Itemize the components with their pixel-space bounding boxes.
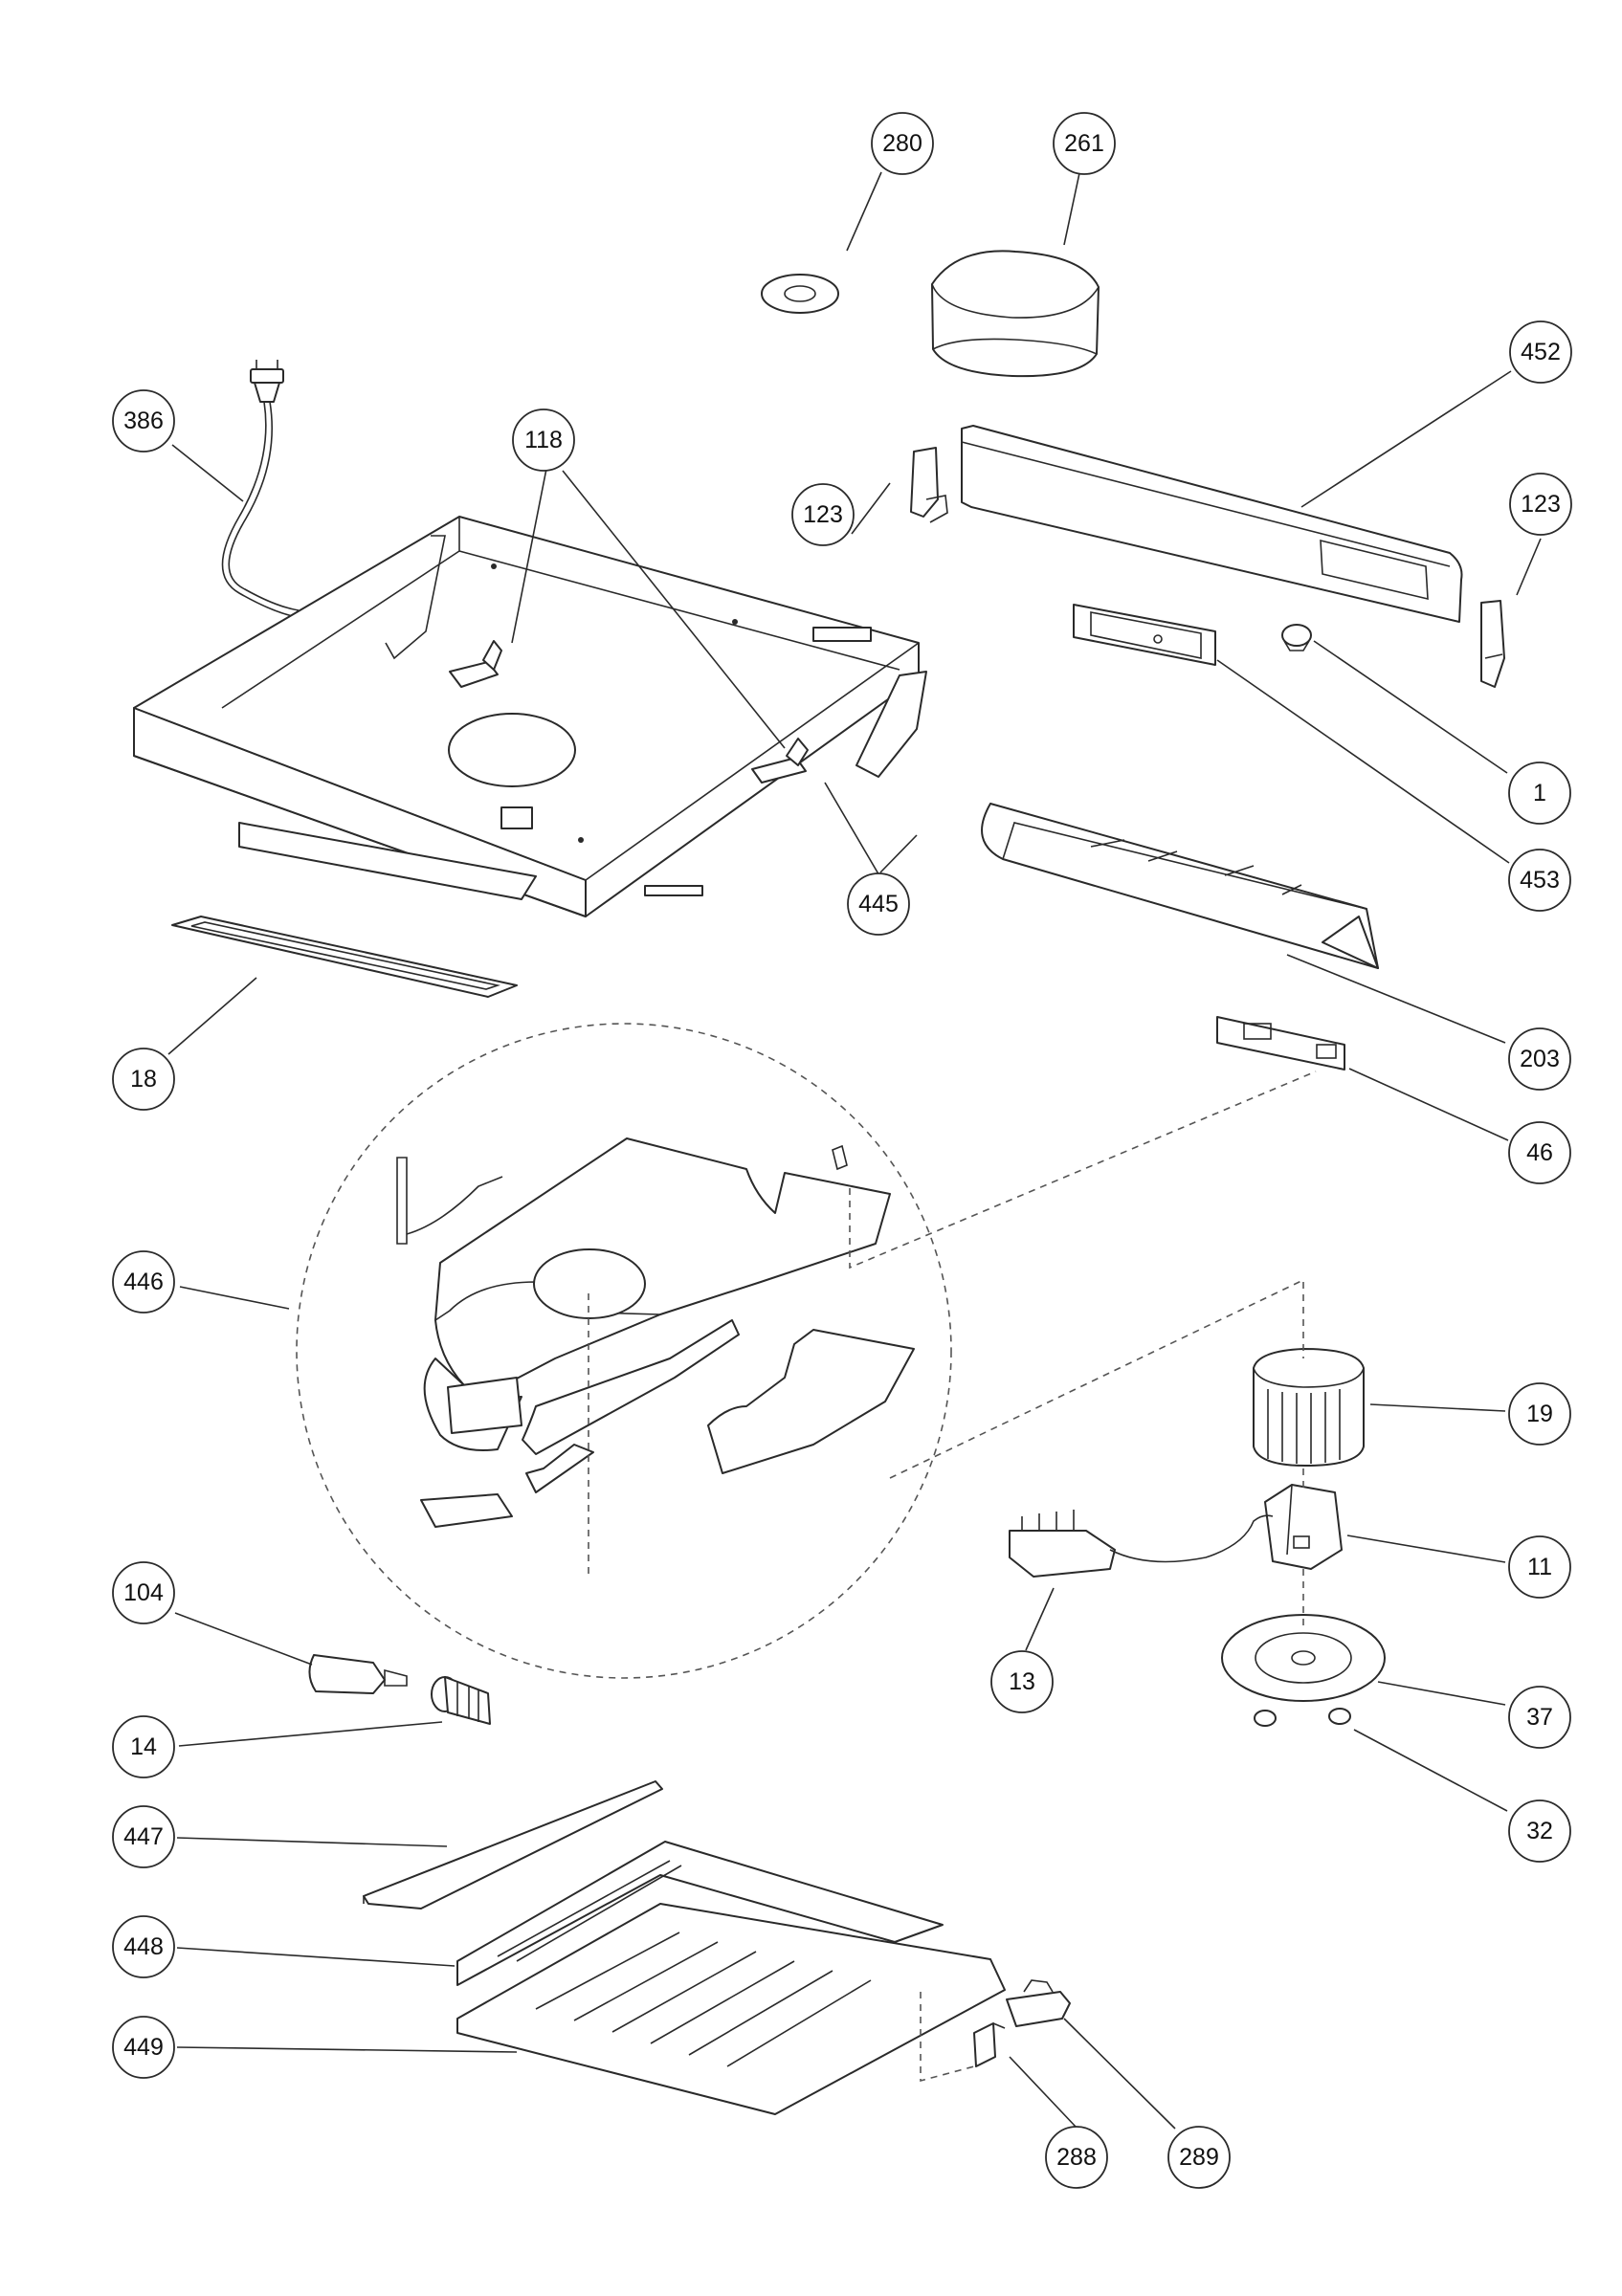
callout-449: 449	[112, 2016, 175, 2079]
part-1-knob	[1281, 624, 1312, 651]
callout-label: 386	[123, 408, 164, 434]
part-hood-body	[133, 516, 927, 917]
callout-13: 13	[990, 1650, 1054, 1713]
callout-446: 446	[112, 1250, 175, 1314]
part-11-motor	[1264, 1484, 1343, 1570]
callout-123-left: 123	[791, 483, 855, 546]
part-288-clip	[973, 2022, 1006, 2067]
callout-label: 446	[123, 1269, 164, 1295]
callout-label: 19	[1526, 1401, 1553, 1427]
part-118-latch-left	[449, 640, 502, 688]
part-280-ring	[761, 274, 839, 314]
part-104-lamp	[308, 1654, 408, 1694]
callout-288: 288	[1045, 2126, 1108, 2189]
callout-label: 32	[1526, 1818, 1553, 1844]
callout-18: 18	[112, 1048, 175, 1111]
callout-445: 445	[847, 872, 910, 936]
part-261-duct-collar	[931, 250, 1100, 378]
part-449-grease-filter	[456, 1903, 1006, 2115]
callout-label: 449	[123, 2034, 164, 2061]
part-452-front-panel	[961, 425, 1463, 623]
callout-19: 19	[1508, 1382, 1571, 1446]
part-289-clip	[1006, 1979, 1071, 2027]
callout-label: 448	[123, 1933, 164, 1960]
callout-label: 445	[858, 891, 899, 917]
callout-label: 453	[1520, 867, 1560, 894]
part-453-switch-plate	[1073, 604, 1216, 666]
part-37-mounting-plate	[1221, 1614, 1386, 1702]
callout-386: 386	[112, 389, 175, 453]
callout-123-right: 123	[1509, 473, 1572, 536]
callout-label: 46	[1526, 1139, 1553, 1166]
callout-1: 1	[1508, 762, 1571, 825]
part-123-end-cap-left	[910, 447, 948, 523]
callout-label: 261	[1064, 130, 1104, 157]
callout-448: 448	[112, 1915, 175, 1978]
part-386-power-cord	[221, 360, 300, 618]
callout-label: 11	[1527, 1554, 1552, 1580]
part-447-filter-media	[363, 1780, 663, 1910]
callout-46: 46	[1508, 1121, 1571, 1184]
callout-118: 118	[512, 408, 575, 472]
callout-label: 123	[1521, 491, 1561, 518]
callout-label: 280	[882, 130, 922, 157]
callout-289: 289	[1167, 2126, 1231, 2189]
callout-label: 18	[130, 1066, 157, 1093]
callout-label: 14	[130, 1733, 157, 1760]
callout-104: 104	[112, 1561, 175, 1624]
part-448-filter-frame	[456, 1841, 944, 1986]
part-203-light-cover	[981, 803, 1379, 969]
callout-37: 37	[1508, 1686, 1571, 1749]
callout-label: 37	[1526, 1704, 1553, 1731]
callout-452: 452	[1509, 320, 1572, 384]
part-46-switch	[1216, 1016, 1345, 1071]
callout-label: 452	[1521, 339, 1561, 365]
callout-14: 14	[112, 1715, 175, 1778]
part-13-capacitor-block	[1009, 1510, 1274, 1578]
callout-261: 261	[1053, 112, 1116, 175]
callout-453: 453	[1508, 849, 1571, 912]
part-32-feet	[1254, 1708, 1351, 1727]
callout-11: 11	[1508, 1535, 1571, 1599]
leader-lines	[167, 171, 1542, 2130]
callout-label: 203	[1520, 1046, 1560, 1072]
part-18-filter-frame	[171, 916, 518, 998]
callout-label: 288	[1056, 2144, 1097, 2171]
assembly-dashed-lines	[588, 1071, 1317, 2083]
callout-label: 13	[1009, 1668, 1035, 1695]
part-118-latch-right	[751, 738, 809, 784]
part-19-fan-wheel	[1253, 1348, 1365, 1467]
callout-447: 447	[112, 1805, 175, 1868]
callout-label: 447	[123, 1823, 164, 1850]
callout-label: 118	[524, 427, 563, 453]
callout-label: 123	[803, 501, 843, 528]
part-14-lamp-holder	[431, 1676, 491, 1725]
callout-label: 1	[1533, 780, 1546, 806]
callout-32: 32	[1508, 1799, 1571, 1863]
callout-203: 203	[1508, 1027, 1571, 1091]
callout-280: 280	[871, 112, 934, 175]
part-446-blower-housing-detail	[296, 1023, 952, 1679]
callout-label: 104	[123, 1579, 164, 1606]
part-123-end-cap-right	[1480, 600, 1505, 688]
callout-label: 289	[1179, 2144, 1219, 2171]
